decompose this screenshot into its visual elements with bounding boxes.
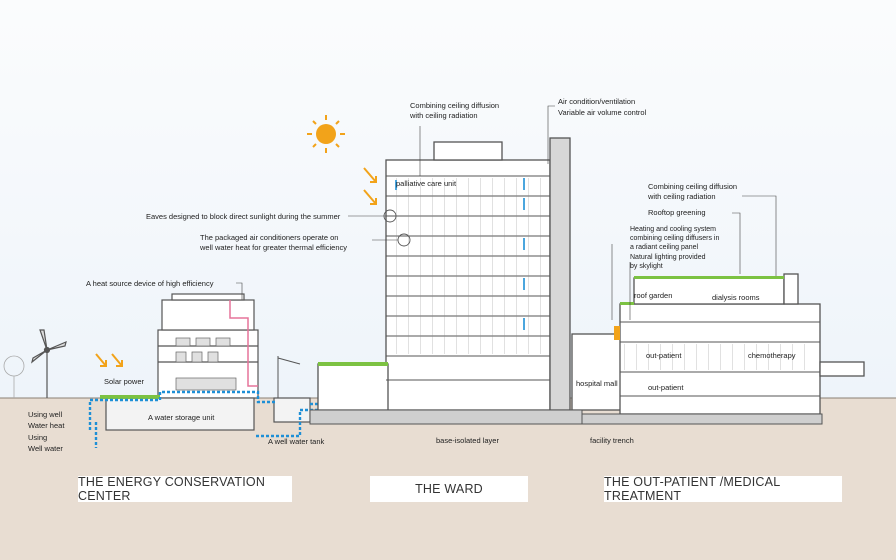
natural-lighting-label-1: Natural lighting provided [630,254,706,261]
ward-air-label-1: Air condition/ventilation [558,97,635,106]
using-well-water-label-2: Well water [28,444,63,453]
outpatient-floors [620,321,820,397]
ward-ceiling-diffusion-label-2: with ceiling radiation [409,111,478,120]
energy-center-greening [100,395,160,399]
op-ceiling-diffusion-label-1: Combining ceiling diffusion [648,182,737,191]
chemotherapy-label: chemotherapy [748,351,796,360]
ward-greening [318,362,388,366]
base-isolated-label: base-isolated layer [436,436,499,445]
facility-trench-slab [581,413,823,425]
op-ceiling-diffusion-label-2: with ceiling radiation [647,192,716,201]
wind-turbine-icon [30,329,67,398]
heating-cooling-label-1: Heating and cooling system [630,226,716,233]
ward-air-units [395,178,525,330]
packaged-ac-label-1: The packaged air conditioners operate on [200,233,338,242]
sunlight-arrows-icon [95,167,377,367]
caption-outpatient: THE OUT-PATIENT /MEDICAL TREATMENT [604,475,842,503]
facility-trench-label: facility trench [590,436,634,445]
base-isolated-slab [309,409,583,425]
heat-source-label: A heat source device of high efficiency [86,279,214,288]
outpatient-windows [624,344,816,370]
caption-ward: THE WARD [370,476,528,502]
solar-power-label: Solar power [104,377,145,386]
well-tank-label: A well water tank [268,437,325,446]
well-pump-structure [277,356,301,398]
ward-ceiling-diffusion-label-1: Combining ceiling diffusion [410,101,499,110]
leader-lines [236,105,777,320]
natural-lighting-label-2: by skylight [630,263,663,270]
using-well-heat-label-1: Using well [28,410,63,419]
heating-cooling-label-3: a radiant ceiling panel [630,244,699,251]
using-well-water-label-1: Using [28,433,47,442]
water-storage-label: A water storage unit [148,413,215,422]
heating-cooling-label-2: combining ceiling diffusers in [630,235,719,242]
eaves-label: Eaves designed to block direct sunlight … [146,212,341,221]
packaged-ac-label-2: well water heat for greater thermal effi… [199,243,347,252]
hospital-mall-label: hospital mall [576,379,618,388]
ward-air-label-2: Variable air volume control [558,108,647,117]
tree-icon [3,355,25,398]
ward-windows [390,178,546,354]
pink-duct [229,300,258,387]
dialysis-label: dialysis rooms [712,293,760,302]
skylight-icon [614,326,620,340]
out-patient-label-1: out-patient [646,351,682,360]
rooftop-greening-label: Rooftop greening [648,208,706,217]
using-well-heat-label-2: Water heat [28,421,65,430]
caption-energy-center: THE ENERGY CONSERVATION CENTER [78,475,292,503]
roof-garden-label: roof garden [634,291,672,300]
out-patient-label-2: out-patient [648,383,684,392]
heat-source-equipment [175,337,237,391]
rooftop-greening [620,276,784,305]
sun-icon [307,115,345,153]
palliative-label: palliative care unit [396,179,457,188]
